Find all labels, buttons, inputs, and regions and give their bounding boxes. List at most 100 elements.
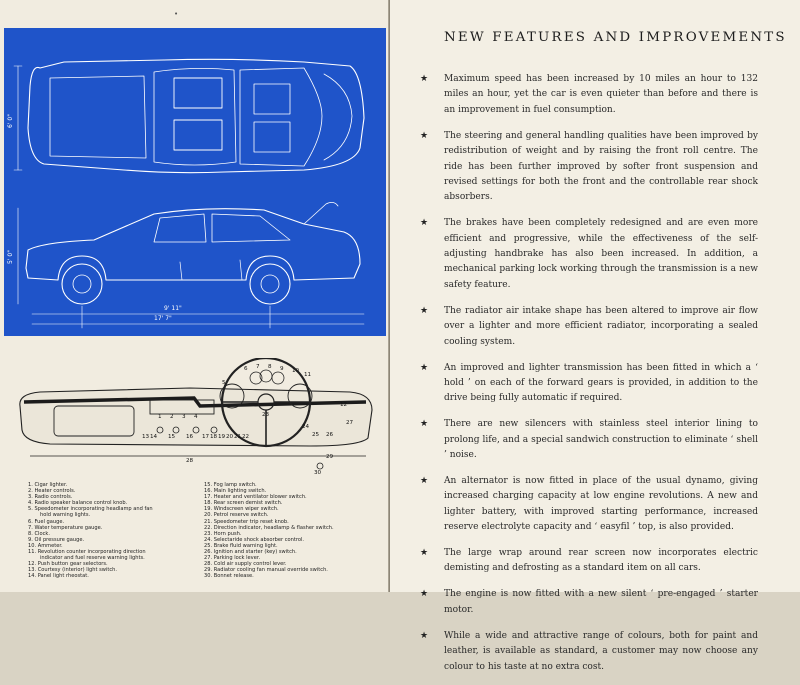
- legend-entry: 5. Speedometer incorporating headlamp an…: [28, 506, 153, 513]
- callout-9: 9: [280, 366, 284, 372]
- callout-20: 20: [226, 434, 234, 440]
- callout-18: 18: [210, 434, 218, 440]
- legend-entry: 8. Clock.: [28, 530, 50, 537]
- callout-11: 11: [304, 372, 312, 378]
- callout-8: 8: [268, 364, 272, 370]
- feature-item: ★ Maximum speed has been increased by 10 …: [420, 72, 758, 118]
- right-page: NEW FEATURES AND IMPROVEMENTS ★ Maximum s…: [390, 0, 800, 672]
- callout-3: 3: [182, 414, 186, 420]
- legend-entry: 9. Oil pressure gauge.: [28, 536, 85, 543]
- dim-wheelbase: 9' 11": [164, 305, 182, 312]
- legend-entry: 2. Heater controls.: [28, 488, 76, 495]
- dashboard-legend: 1. Cigar lighter.2. Heater controls.3. R…: [28, 482, 378, 587]
- feature-text: Maximum speed has been increased by 10 m…: [444, 74, 758, 115]
- feature-list: ★ Maximum speed has been increased by 10 …: [420, 72, 758, 685]
- legend-entry: 25. Brake fluid warning light.: [204, 542, 278, 549]
- star-icon: ★: [420, 475, 429, 486]
- legend-entry: 20. Petrol reserve switch.: [204, 512, 269, 519]
- callout-4: 4: [194, 414, 198, 420]
- blueprint-panel: 17' 7" 9' 11" 5' 0" 6' 0": [4, 28, 386, 336]
- car-blueprint-drawing: 17' 7" 9' 11" 5' 0" 6' 0": [7, 58, 365, 329]
- callout-29: 29: [326, 454, 334, 460]
- callout-28: 28: [186, 458, 194, 464]
- star-icon: ★: [420, 589, 429, 600]
- car-side-view: [17, 202, 365, 329]
- callout-19: 19: [218, 434, 226, 440]
- callout-2: 2: [170, 414, 174, 420]
- callout-10: 10: [292, 368, 300, 374]
- dim-height: 5' 0": [7, 250, 14, 264]
- callout-27: 27: [346, 420, 354, 426]
- legend-entry: 24. Selectaride shock absorber control.: [204, 536, 304, 543]
- star-icon: ★: [420, 630, 429, 641]
- callout-1: 1: [158, 414, 162, 420]
- callout-16: 16: [186, 434, 194, 440]
- legend-column-left: 1. Cigar lighter.2. Heater controls.3. R…: [28, 482, 198, 580]
- page-title: NEW FEATURES AND IMPROVEMENTS: [444, 30, 787, 45]
- feature-item: ★ An alternator is now fitted in place of…: [420, 474, 758, 536]
- dashboard-diagram: 13 14 15 16 1 2 3 4 5 6 7 8 9 10 11 12 1: [10, 356, 382, 476]
- legend-entry: 27. Parking lock lever.: [204, 555, 261, 562]
- star-icon: ★: [420, 305, 429, 316]
- legend-entry: 1. Cigar lighter.: [28, 482, 68, 488]
- car-plan-view: [13, 58, 365, 174]
- feature-text: The brakes have been completely redesign…: [444, 218, 758, 290]
- feature-text: While a wide and attractive range of col…: [444, 630, 758, 672]
- feature-text: There are new silencers with stainless s…: [444, 419, 758, 461]
- star-icon: ★: [420, 548, 429, 559]
- legend-entry: 26. Ignition and starter (key) switch.: [204, 549, 297, 556]
- callout-5: 5: [222, 380, 226, 386]
- legend-entry: 18. Rear screen demist switch.: [204, 500, 283, 507]
- callout-25: 25: [312, 432, 320, 438]
- callout-30: 30: [314, 470, 322, 476]
- callout-26: 26: [326, 432, 334, 438]
- legend-entry: 17. Heater and ventilator blower switch.: [204, 494, 307, 501]
- star-icon: ★: [420, 130, 429, 141]
- legend-entry: hold warning lights.: [40, 512, 91, 519]
- left-page: •: [0, 0, 390, 592]
- legend-entry: 22. Direction indicator, headlamp & flas…: [204, 524, 334, 531]
- feature-item: ★ The brakes have been completely redesig…: [420, 216, 758, 293]
- feature-text: An improved and lighter transmission has…: [444, 362, 758, 404]
- legend-entry: 16. Main lighting switch.: [204, 488, 267, 495]
- legend-entry: 10. Ammeter.: [28, 542, 63, 549]
- legend-entry: 13. Courtesy (interior) light switch.: [28, 567, 118, 574]
- feature-text: The engine is now fitted with a new sile…: [444, 589, 758, 615]
- star-icon: ★: [420, 218, 429, 229]
- feature-item: ★ The steering and general handling quali…: [420, 129, 758, 206]
- legend-entry: 15. Fog lamp switch.: [204, 482, 257, 488]
- dim-overall-length: 17' 7": [154, 315, 172, 322]
- feature-item: ★ While a wide and attractive range of co…: [420, 629, 758, 675]
- star-icon: ★: [420, 74, 429, 84]
- legend-entry: 19. Windscreen wiper switch.: [204, 506, 279, 513]
- callout-14: 14: [150, 434, 158, 440]
- callout-21: 21: [234, 434, 242, 440]
- feature-item: ★ The radiator air intake shape has been …: [420, 304, 758, 350]
- legend-entry: 6. Fuel gauge.: [28, 518, 65, 525]
- legend-entry: 23. Horn push.: [204, 530, 242, 537]
- legend-entry: 3. Radio controls.: [28, 494, 73, 501]
- legend-entry: 11. Revolution counter incorporating dir…: [28, 549, 146, 556]
- legend-entry: 4. Radio speaker balance control knob.: [28, 500, 128, 507]
- top-mark: •: [174, 10, 179, 18]
- legend-entry: 14. Panel light rheostat.: [28, 573, 89, 580]
- legend-entry: 28. Cold air supply control lever.: [204, 561, 287, 568]
- callout-6: 6: [244, 366, 248, 372]
- callout-12: 12: [340, 402, 347, 408]
- legend-entry: 21. Speedometer trip reset knob.: [204, 518, 289, 525]
- callout-13: 13: [142, 434, 150, 440]
- legend-entry: indicator and fuel reserve warning light…: [40, 555, 145, 562]
- dim-width: 6' 0": [7, 114, 14, 128]
- legend-entry: 7. Water temperature gauge.: [28, 524, 103, 531]
- callout-17: 17: [202, 434, 210, 440]
- feature-text: The steering and general handling qualit…: [444, 130, 758, 203]
- callout-24: 24: [302, 424, 310, 430]
- feature-text: An alternator is now fitted in place of …: [444, 475, 758, 533]
- callout-15: 15: [168, 434, 176, 440]
- star-icon: ★: [420, 419, 429, 430]
- feature-item: ★ The large wrap around rear screen now i…: [420, 546, 758, 577]
- feature-text: The large wrap around rear screen now in…: [444, 548, 758, 574]
- dashboard-drawing: 13 14 15 16 1 2 3 4 5 6 7 8 9 10 11 12 1: [19, 356, 373, 476]
- feature-text: The radiator air intake shape has been a…: [444, 305, 758, 347]
